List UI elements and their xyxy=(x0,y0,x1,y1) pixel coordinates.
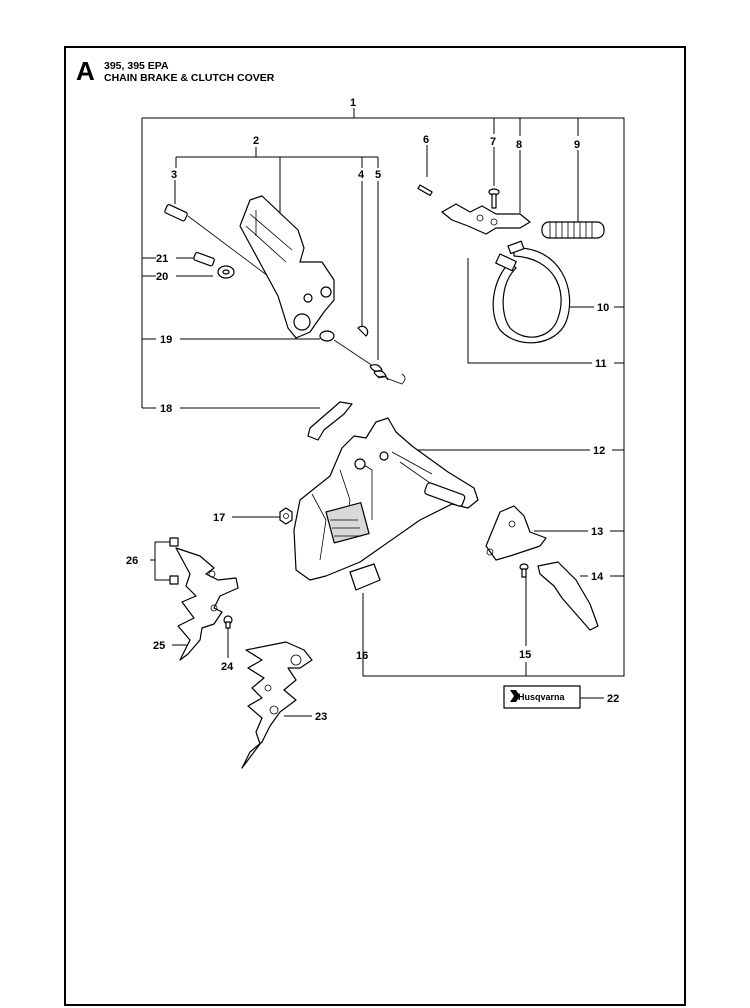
part-screw-24 xyxy=(223,615,233,629)
part-hand-guard-2 xyxy=(239,195,335,339)
part-screw-7 xyxy=(488,188,500,209)
callout-21: 21 xyxy=(156,253,168,265)
part-pad-16 xyxy=(349,563,381,591)
part-lever-18 xyxy=(307,401,353,441)
part-plate-14 xyxy=(537,561,599,631)
callout-8: 8 xyxy=(516,139,522,151)
part-decal-22: Husqvarna xyxy=(503,685,581,709)
callout-11: 11 xyxy=(595,358,607,370)
part-bushing-20 xyxy=(217,265,235,279)
section-letter: A xyxy=(76,56,95,86)
husqvarna-logo-text: Husqvarna xyxy=(518,692,566,702)
part-nut-17 xyxy=(279,507,293,525)
callout-17: 17 xyxy=(213,512,225,524)
part-brake-lever-8 xyxy=(441,203,531,235)
callout-7: 7 xyxy=(490,136,496,148)
callout-10: 10 xyxy=(597,302,609,314)
part-link-11 xyxy=(495,253,517,272)
diagram-frame xyxy=(64,46,686,1006)
part-screw-21 xyxy=(193,251,215,267)
leader-lines xyxy=(141,108,625,717)
callout-22: 22 xyxy=(607,693,619,705)
callout-16: 16 xyxy=(356,650,368,662)
part-clutch-cover-12 xyxy=(293,417,479,581)
callout-23: 23 xyxy=(315,711,327,723)
callout-18: 18 xyxy=(160,403,172,415)
part-screws-26 xyxy=(169,537,179,585)
callout-6: 6 xyxy=(423,134,429,146)
part-bumper-spike-23 xyxy=(241,641,313,769)
callout-2: 2 xyxy=(253,135,259,147)
callout-25: 25 xyxy=(153,640,165,652)
part-pin-6 xyxy=(417,184,433,197)
callout-20: 20 xyxy=(156,271,168,283)
callout-13: 13 xyxy=(591,526,603,538)
part-bushing-19 xyxy=(319,330,377,369)
model-line: 395, 395 EPA xyxy=(104,60,169,72)
callout-24: 24 xyxy=(221,661,234,673)
part-spring-9 xyxy=(541,221,605,239)
callout-9: 9 xyxy=(574,139,580,151)
diagram-title: CHAIN BRAKE & CLUTCH COVER xyxy=(104,72,275,84)
part-guard-13 xyxy=(485,505,547,561)
callout-5: 5 xyxy=(375,169,381,181)
callout-26: 26 xyxy=(126,555,138,567)
callout-3: 3 xyxy=(171,169,177,181)
callout-15: 15 xyxy=(519,649,531,661)
callout-14: 14 xyxy=(591,571,604,583)
callout-labels: 1 2 3 4 5 6 7 8 9 10 11 12 13 14 15 16 1… xyxy=(126,97,619,723)
callout-1: 1 xyxy=(350,97,356,109)
callout-12: 12 xyxy=(593,445,605,457)
part-spring-5 xyxy=(369,364,406,385)
callout-19: 19 xyxy=(160,334,172,346)
part-clip-4 xyxy=(357,325,369,337)
part-bumper-spike-25 xyxy=(175,547,239,661)
part-screw-15 xyxy=(519,563,529,578)
callout-4: 4 xyxy=(358,169,365,181)
